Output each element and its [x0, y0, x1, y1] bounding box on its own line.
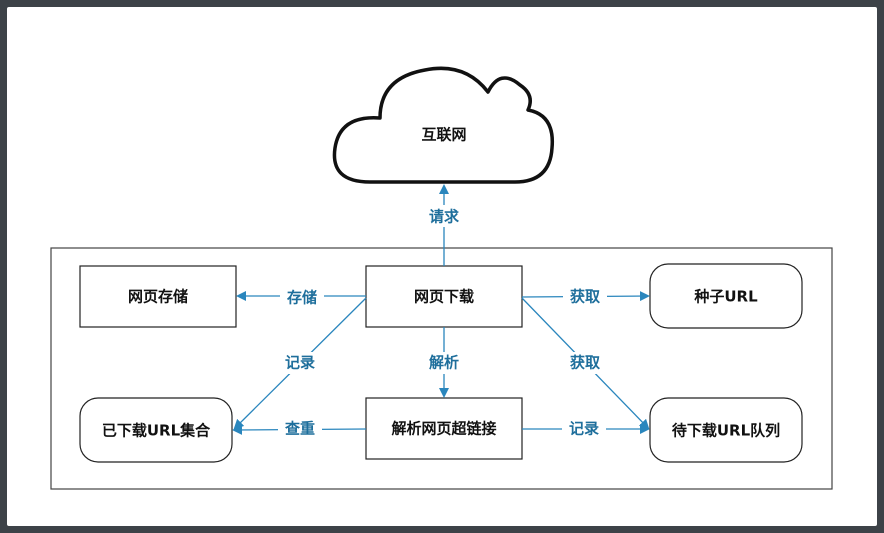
- downloaded-set-node: 已下载URL集合: [79, 397, 233, 463]
- pending-queue-label: 待下载URL队列: [672, 422, 780, 440]
- downloaded-set-label: 已下载URL集合: [102, 422, 211, 440]
- dedup-label: 查重: [285, 420, 315, 438]
- download-node: 网页下载: [365, 265, 523, 328]
- internet-label: 互联网: [421, 126, 466, 144]
- internet-cloud: [332, 66, 555, 184]
- request-label: 请求: [429, 208, 460, 226]
- fetch-seed-label: 获取: [570, 288, 601, 306]
- store-label: 存储: [287, 289, 317, 307]
- fetch-queue-label: 获取: [570, 354, 601, 372]
- pending-queue-node: 待下载URL队列: [649, 397, 803, 463]
- storage-node: 网页存储: [79, 265, 237, 328]
- record-queue-label: 记录: [569, 420, 599, 438]
- record-set-label: 记录: [285, 354, 315, 372]
- seed-url-label: 种子URL: [693, 288, 758, 306]
- seed-url-node: 种子URL: [649, 263, 803, 329]
- system-container: [50, 247, 833, 490]
- storage-label: 网页存储: [128, 288, 188, 306]
- parse-label: 解析网页超链接: [391, 420, 496, 438]
- parse-node: 解析网页超链接: [365, 397, 523, 460]
- download-label: 网页下载: [414, 288, 474, 306]
- parse-edge-label: 解析: [429, 354, 459, 372]
